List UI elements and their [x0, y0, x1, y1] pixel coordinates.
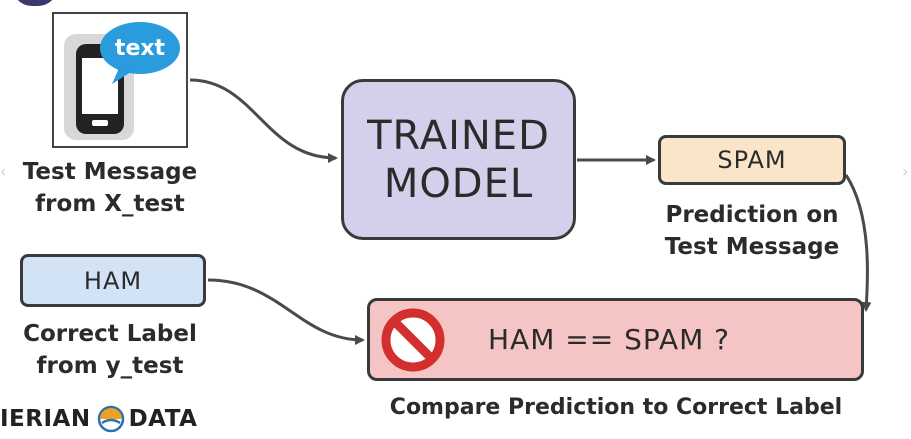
model-label-line1: TRAINED	[367, 112, 550, 159]
slide-next-indicator: ›	[902, 162, 909, 181]
slide-prev-indicator: ‹	[0, 162, 7, 181]
caption-correct-label-line2: from y_test	[36, 353, 184, 379]
caption-prediction-line1: Prediction on	[665, 202, 839, 228]
caption-prediction: Prediction on Test Message	[652, 199, 852, 263]
bubble-text: text	[115, 36, 166, 61]
compare-box: HAM == SPAM ?	[367, 298, 864, 381]
caption-test-message-line2: from X_test	[35, 191, 185, 217]
caption-prediction-line2: Test Message	[664, 234, 840, 260]
caption-compare: Compare Prediction to Correct Label	[389, 395, 843, 420]
arrow-message-to-model	[189, 78, 338, 163]
compare-expression: HAM == SPAM ?	[488, 323, 731, 356]
arrow-label-to-compare	[207, 278, 365, 345]
correct-label-box: HAM	[20, 254, 206, 307]
trained-model-box: TRAINED MODEL	[341, 79, 576, 240]
globe-icon	[97, 405, 124, 433]
phone-message-icon: text	[52, 12, 188, 148]
caption-test-message: Test Message from X_test	[10, 156, 210, 220]
prediction-box: SPAM	[658, 135, 846, 185]
pierian-data-logo: IERIAN DATA	[0, 403, 197, 435]
caption-correct-label-line1: Correct Label	[23, 321, 197, 347]
caption-correct-label: Correct Label from y_test	[10, 318, 210, 382]
model-label-line2: MODEL	[383, 160, 534, 207]
prediction-label: SPAM	[717, 146, 787, 174]
phone-icon: text	[64, 22, 180, 140]
logo-text-right: DATA	[128, 406, 198, 432]
correct-label-text: HAM	[83, 266, 143, 295]
logo-text-left: IERIAN	[0, 406, 91, 432]
caption-test-message-line1: Test Message	[22, 159, 198, 185]
arrow-prediction-to-compare	[844, 174, 872, 312]
no-sign-icon	[381, 308, 445, 372]
corner-decoration	[12, 0, 58, 6]
